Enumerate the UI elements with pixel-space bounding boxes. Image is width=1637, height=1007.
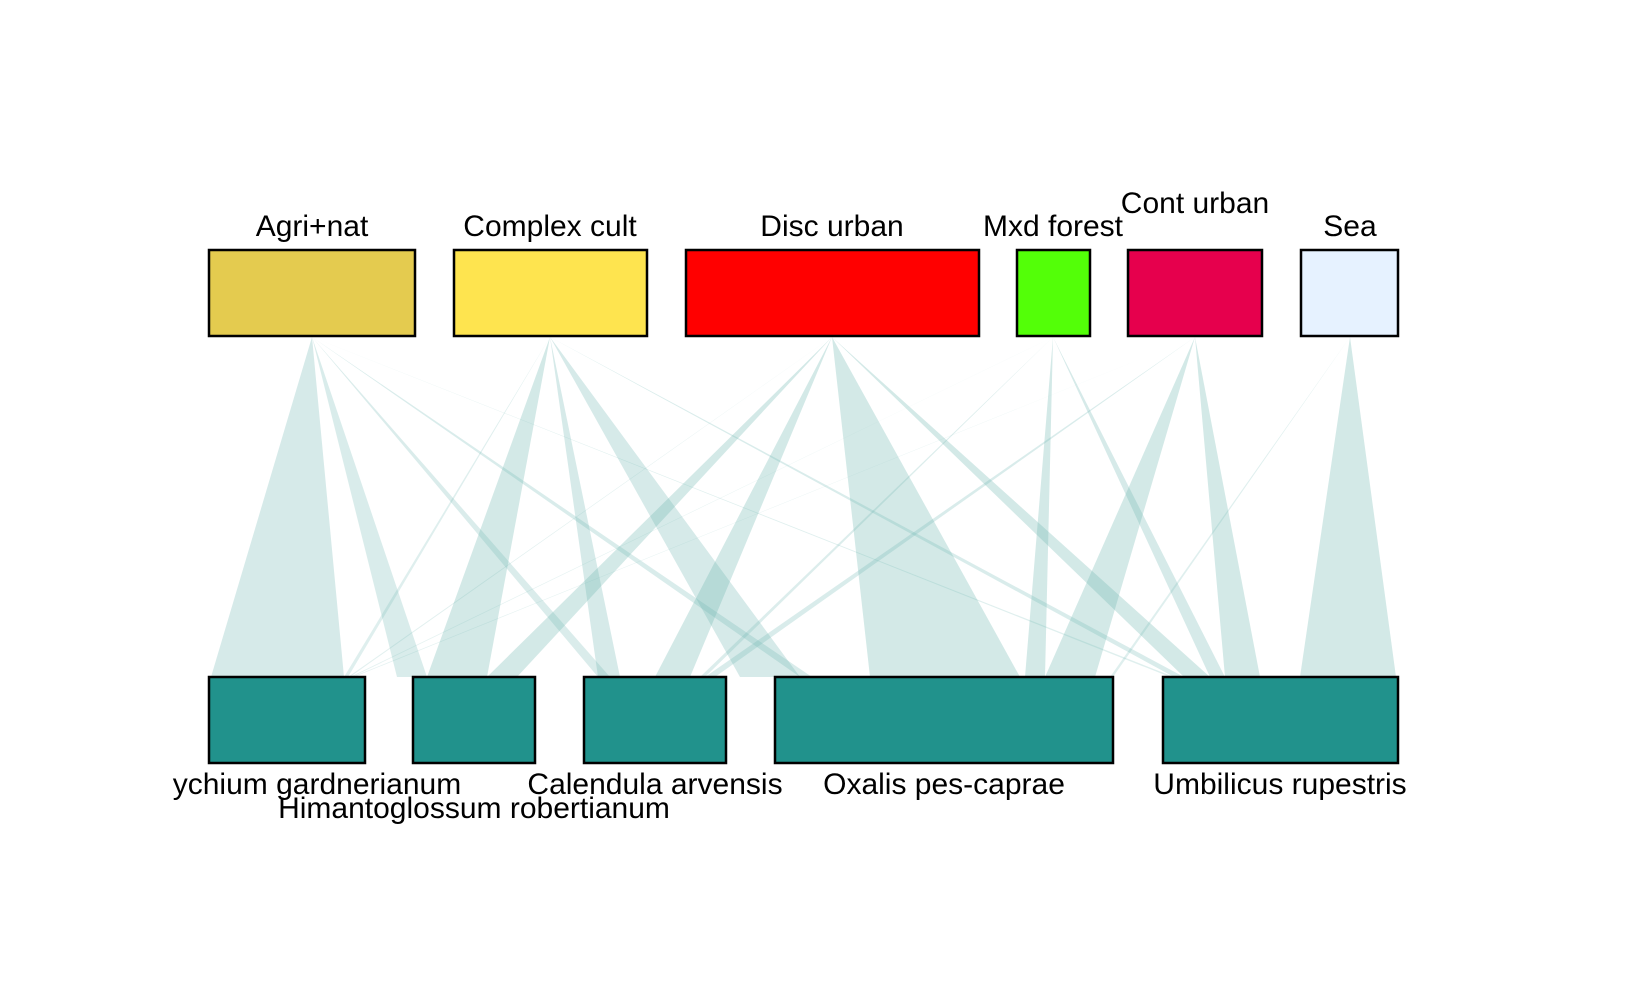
- link-disc-umb: [832, 337, 1210, 677]
- link-cont-gard: [352, 337, 1195, 677]
- top-node-complex-cult: [452, 248, 649, 338]
- bottom-node-himantoglossum: [411, 675, 537, 765]
- link-sea-oxa: [1110, 337, 1350, 677]
- top-node-disc-urban: [684, 248, 981, 338]
- link-agri-umb: [312, 337, 1174, 677]
- top-label-sea: Sea: [1323, 210, 1377, 243]
- link-disc-cal: [655, 337, 832, 677]
- top-label-agri-nat: Agri+nat: [256, 210, 369, 243]
- link-complex-umb: [550, 337, 1184, 677]
- bottom-node-gardnerianum: [207, 675, 367, 765]
- bottom-label-calendula: Calendula arvensis: [527, 768, 782, 801]
- top-label-disc-urban: Disc urban: [760, 210, 903, 243]
- top-node-cont-urban: [1126, 248, 1264, 338]
- link-mxd-oxa: [1025, 337, 1053, 677]
- link-agri-gard: [211, 337, 344, 677]
- link-cont-cal: [705, 337, 1195, 677]
- link-disc-oxa: [832, 337, 1020, 677]
- link-agri-cal: [312, 337, 610, 677]
- link-disc-himan: [487, 337, 832, 677]
- bottom-label-oxalis: Oxalis pes-caprae: [823, 768, 1065, 801]
- link-complex-cal: [550, 337, 620, 677]
- bottom-node-umbilicus: [1161, 675, 1400, 765]
- link-disc-gard: [348, 337, 832, 677]
- link-cont-umb: [1195, 337, 1260, 677]
- bottom-node-oxalis: [773, 675, 1115, 765]
- bottom-label-himantoglossum: Himantoglossum robertianum: [278, 792, 670, 825]
- top-node-mxd-forest: [1015, 248, 1092, 338]
- link-mxd-cal: [700, 337, 1053, 677]
- top-label-cont-urban: Cont urban: [1121, 187, 1269, 220]
- links-layer: [211, 337, 1396, 677]
- link-agri-oxa: [312, 337, 812, 677]
- link-complex-himan: [427, 337, 550, 677]
- link-complex-gard: [344, 337, 550, 677]
- top-label-complex-cult: Complex cult: [463, 210, 637, 243]
- link-complex-oxa: [550, 337, 800, 677]
- link-mxd-umb: [1053, 337, 1225, 677]
- link-agri-himan: [312, 337, 427, 677]
- link-sea-umb: [1300, 337, 1396, 677]
- top-label-mxd-forest: Mxd forest: [983, 210, 1124, 243]
- link-cont-oxa: [1045, 337, 1195, 677]
- bottom-node-calendula: [582, 675, 728, 765]
- bottom-label-gardnerianum: ychium gardnerianum: [173, 768, 461, 801]
- top-node-sea: [1299, 248, 1400, 338]
- link-mxd-gard: [350, 337, 1053, 677]
- top-node-agri-nat: [207, 248, 417, 338]
- bottom-label-umbilicus: Umbilicus rupestris: [1153, 768, 1406, 801]
